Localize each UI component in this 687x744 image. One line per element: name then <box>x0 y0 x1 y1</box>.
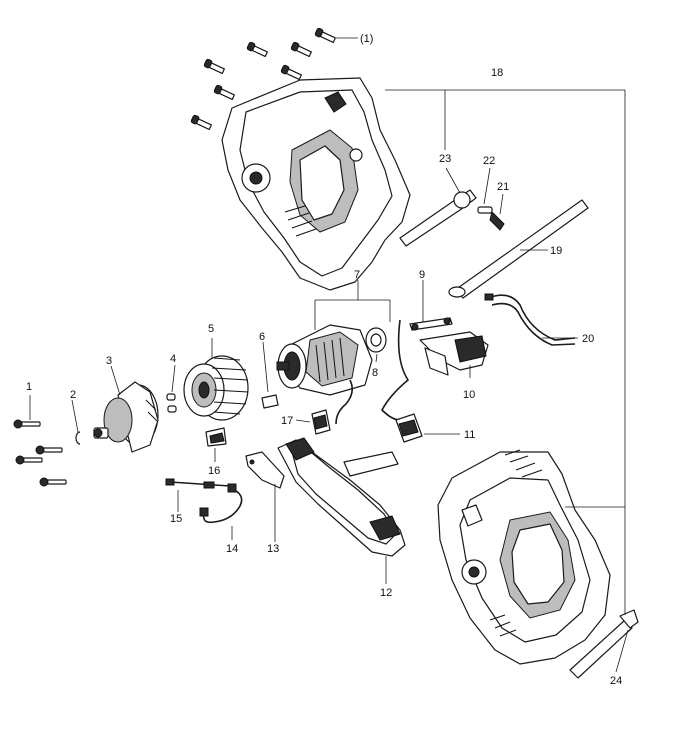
callout-17: 17 <box>281 415 293 427</box>
screw <box>203 58 225 75</box>
callout-labels: (1) 18 23 22 21 19 9 7 20 5 6 3 4 8 10 1… <box>26 33 622 687</box>
housing-left-half <box>221 77 411 291</box>
callout-10: 10 <box>463 389 475 401</box>
screw <box>15 455 43 465</box>
callout-7: 7 <box>354 269 360 281</box>
housing-vents <box>284 205 317 237</box>
callout-23: 23 <box>439 153 451 165</box>
callout-5: 5 <box>208 323 214 335</box>
retaining-clip <box>261 394 279 409</box>
callout-9: 9 <box>419 269 425 281</box>
callout-8: 8 <box>372 367 378 379</box>
spring-21 <box>489 211 505 231</box>
callout-16: 16 <box>208 465 220 477</box>
screw <box>280 64 302 81</box>
callout-4: 4 <box>170 353 176 365</box>
callout-3: 3 <box>106 355 112 367</box>
screw <box>246 41 268 58</box>
leader-lines <box>29 37 629 673</box>
housing-vents-lower <box>489 449 543 637</box>
shaft-rod <box>448 199 589 299</box>
gear-teeth <box>211 357 249 415</box>
callout-15: 15 <box>170 513 182 525</box>
callout-13: 13 <box>267 543 279 555</box>
power-cable <box>484 293 576 346</box>
wire-harness <box>199 483 243 524</box>
callout-11: 11 <box>464 429 475 441</box>
ground-wire <box>165 478 231 489</box>
contact-bracket <box>409 317 453 331</box>
brush-holder <box>311 409 331 435</box>
screw <box>213 84 235 101</box>
base-housing <box>277 437 406 557</box>
callout-1-top: (1) <box>360 33 373 45</box>
trigger-lever <box>399 189 477 247</box>
screw-group-top <box>190 27 336 131</box>
callout-20: 20 <box>582 333 594 345</box>
callout-18: 18 <box>491 67 503 79</box>
screw <box>314 27 336 44</box>
screw <box>190 114 212 131</box>
callout-19: 19 <box>550 245 562 257</box>
screw <box>35 445 63 455</box>
gear-housing <box>183 355 249 421</box>
front-housing <box>93 381 159 453</box>
screw-group-left <box>13 419 67 487</box>
selector-part <box>205 427 227 447</box>
callout-14: 14 <box>226 543 238 555</box>
pins <box>166 393 177 413</box>
motor-wire <box>335 319 423 443</box>
cover-plate <box>245 451 285 489</box>
washer <box>365 327 387 353</box>
callout-22: 22 <box>483 155 495 167</box>
callout-24: 24 <box>610 675 622 687</box>
callout-1-left: 1 <box>26 381 32 393</box>
screw <box>39 477 67 487</box>
switch-assembly <box>419 331 489 376</box>
screw <box>290 41 312 58</box>
motor-fins <box>315 337 345 383</box>
screw <box>13 419 41 429</box>
callout-6: 6 <box>259 331 265 343</box>
housing-right-half <box>437 449 611 665</box>
c-ring <box>75 431 81 445</box>
motor <box>276 324 373 396</box>
small-screw-22 <box>477 206 493 214</box>
belt-hook <box>569 609 639 679</box>
callout-12: 12 <box>380 587 392 599</box>
callout-2: 2 <box>70 389 76 401</box>
callout-21: 21 <box>497 181 509 193</box>
